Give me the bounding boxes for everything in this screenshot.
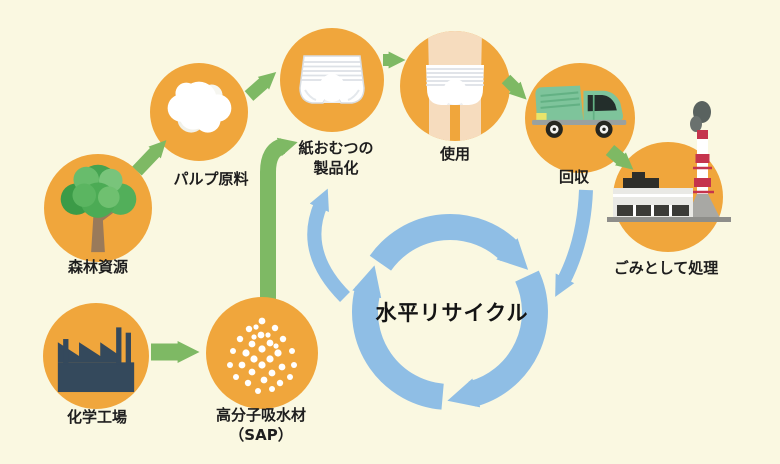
arrow-pulp-to-production <box>244 72 277 101</box>
node-chemical <box>43 303 149 409</box>
incinerator-icon <box>607 101 731 222</box>
label-production-line2: 製品化 <box>313 158 359 177</box>
label-use: 使用 <box>439 145 471 163</box>
label-forest: 森林資源 <box>67 258 129 276</box>
worn-diaper-icon <box>426 31 484 141</box>
label-sap-line2: （SAP） <box>229 425 293 444</box>
label-disposal: ごみとして処理 <box>613 259 719 277</box>
label-collection: 回収 <box>558 168 590 186</box>
label-production: 紙おむつの 製品化 <box>298 139 373 178</box>
paper-diaper-icon <box>299 55 365 104</box>
arrow-collection-to-cycle <box>555 189 593 297</box>
chemical-factory-icon <box>57 327 135 393</box>
label-cycle-center: 水平リサイクル <box>375 301 529 325</box>
arrow-cycle-to-production <box>307 188 351 302</box>
arrow-sap-to-production <box>260 137 298 320</box>
node-use <box>400 31 510 141</box>
node-sap <box>206 297 318 409</box>
label-sap: 高分子吸水材 （SAP） <box>216 406 306 445</box>
sap-particles-icon <box>227 317 297 394</box>
node-production <box>280 28 384 132</box>
node-disposal <box>607 101 731 252</box>
label-production-line1: 紙おむつの <box>298 139 374 157</box>
label-chemical: 化学工場 <box>66 408 128 426</box>
node-forest <box>44 154 152 262</box>
garbage-truck-icon <box>532 85 627 138</box>
label-pulp: パルプ原料 <box>173 170 249 188</box>
cycle-arc-right <box>447 270 548 408</box>
label-sap-line1: 高分子吸水材 <box>215 406 307 424</box>
cycle-arc-top <box>369 214 529 272</box>
node-pulp <box>150 63 248 161</box>
pulp-cotton-icon <box>167 81 232 133</box>
tree-icon <box>60 164 137 253</box>
